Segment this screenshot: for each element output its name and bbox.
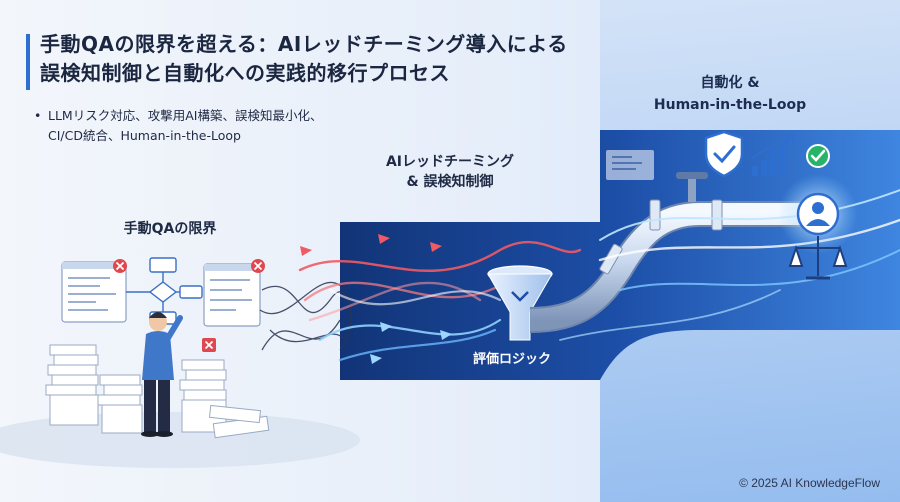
red-teaming-line-2: & 誤検知制御 (406, 174, 494, 190)
stressed-person-icon (141, 312, 183, 437)
stage-label-evaluation-logic: 評価ロジック (472, 352, 551, 367)
automation-line-2: Human-in-the-Loop (653, 97, 807, 113)
paper-stack-icon (208, 404, 270, 439)
error-icon (202, 338, 216, 352)
shield-check-icon (704, 130, 744, 178)
manual-qa-illustration (45, 257, 352, 439)
human-reviewer-icon (796, 192, 840, 236)
floor-shadow (0, 412, 360, 468)
title-line-1: 手動QAの限界を超える：AIレッドチーミング導入による (40, 32, 568, 56)
code-window-right (203, 263, 261, 327)
paper-stack-icon (179, 359, 227, 433)
stage-label-manual-qa: 手動QAの限界 (123, 221, 217, 237)
bullet-line-2: CI/CD統合、Human-in-the-Loop (48, 128, 241, 143)
bullet-line-1: LLMリスク対応、攻撃用AI構築、誤検知最小化、 (48, 108, 323, 123)
blue-safe-flow-lines (318, 288, 502, 362)
evaluation-funnel-icon (487, 265, 553, 341)
success-check-icon (806, 144, 830, 168)
title-accent-bar (26, 34, 30, 90)
error-icon (113, 259, 127, 273)
flow-arrow-icon (300, 234, 442, 256)
summary-bullet: • LLMリスク対応、攻撃用AI構築、誤検知最小化、 CI/CD統合、Human… (34, 106, 322, 146)
monitoring-screen-icon (606, 150, 654, 180)
tangled-process-lines (259, 281, 352, 351)
paper-stack-icon (45, 344, 99, 426)
copyright-notice: © 2025 AI KnowledgeFlow (739, 476, 880, 490)
flow-arrow-icon (370, 322, 452, 364)
automation-line-1: 自動化 & (700, 75, 760, 91)
paper-stack-icon (97, 374, 143, 434)
growth-chart-icon (751, 135, 794, 176)
valve-icon (676, 172, 708, 202)
stage-label-red-teaming: AIレッドチーミング & 誤検知制御 (350, 152, 550, 192)
page-title: 手動QAの限界を超える：AIレッドチーミング導入による 誤検知制御と自動化への実… (40, 30, 568, 88)
bullet-marker: • (34, 108, 42, 123)
balance-scale-icon (788, 236, 848, 280)
error-icon (251, 259, 265, 273)
code-window-left (61, 261, 127, 323)
red-teaming-line-1: AIレッドチーミング (385, 154, 515, 170)
title-line-2: 誤検知制御と自動化への実践的移行プロセス (40, 61, 450, 85)
stage-label-automation: 自動化 & Human-in-the-Loop (640, 72, 820, 116)
